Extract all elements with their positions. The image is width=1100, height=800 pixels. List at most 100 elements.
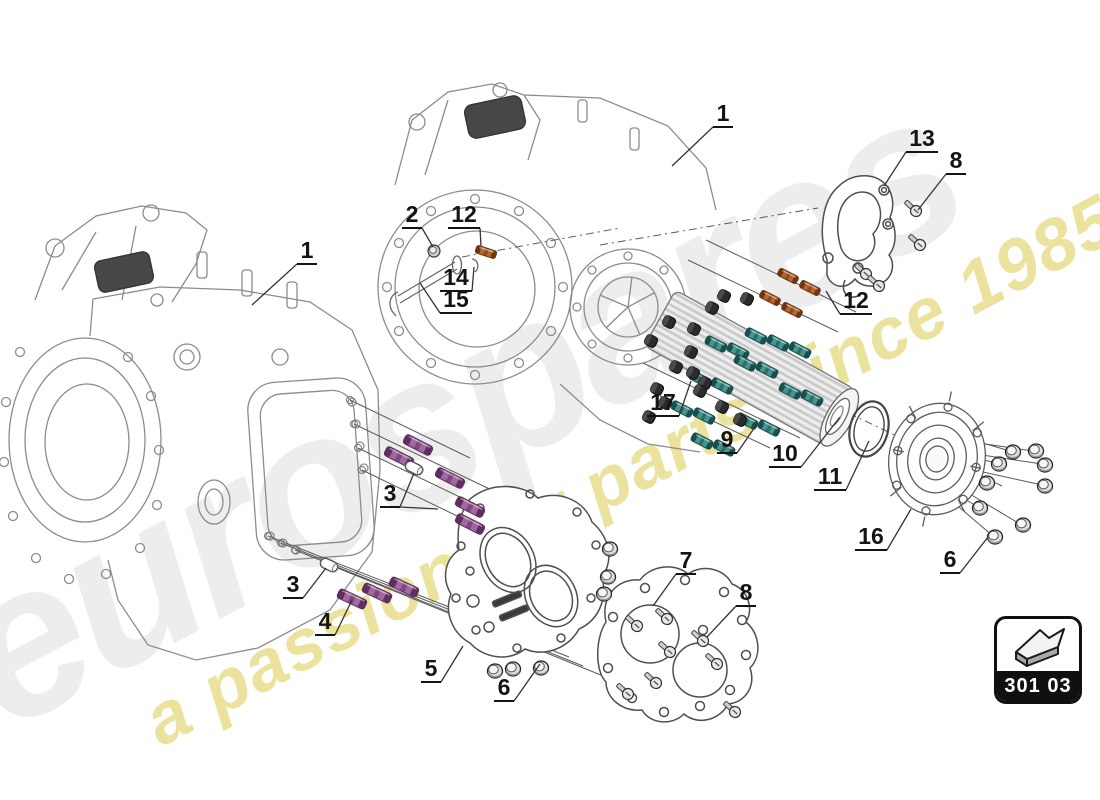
vent-pad — [93, 251, 155, 293]
callout-17: 17 — [647, 380, 692, 417]
callout-11: 11 — [814, 440, 870, 491]
flange-nut — [1036, 457, 1054, 473]
stud-axis-line — [353, 423, 501, 495]
leader-line — [959, 536, 989, 574]
cap-nut — [686, 322, 702, 336]
screw — [658, 641, 677, 659]
clip-14-drawing — [471, 258, 479, 273]
cap-nut — [683, 345, 699, 359]
orange-stud — [759, 289, 781, 307]
callout-9: 9 — [717, 423, 758, 454]
screw — [908, 234, 927, 252]
leader-line — [706, 605, 737, 638]
stud-hole — [277, 539, 285, 547]
end-cover-drawing — [887, 391, 987, 527]
callout-13: 13 — [883, 125, 938, 187]
screw — [691, 630, 710, 648]
callout-label: 1 — [717, 100, 730, 126]
flange-nut — [532, 660, 550, 676]
teal-stud — [757, 419, 781, 437]
leader-line — [671, 126, 714, 167]
purple-stud — [388, 576, 420, 598]
callout-label: 12 — [451, 201, 477, 227]
purple-stud — [454, 496, 486, 518]
callout-7: 7 — [652, 547, 696, 607]
cap-nut — [643, 334, 659, 348]
flange-nut — [1014, 517, 1032, 533]
flange-nut — [1027, 443, 1045, 459]
teal-stud — [733, 354, 757, 372]
callout-1: 1 — [671, 100, 733, 167]
flange-nut — [595, 586, 613, 602]
flange-bolt-holes — [381, 193, 569, 381]
stud-hole — [358, 466, 366, 474]
cap-nut — [739, 292, 755, 306]
stud-axis-line — [349, 399, 471, 459]
callout-label: 6 — [498, 674, 511, 700]
leader-line — [399, 472, 415, 508]
leader-line — [513, 663, 541, 702]
cap-nut — [685, 366, 701, 380]
screw — [644, 672, 663, 690]
leader-line — [421, 227, 434, 248]
callout-14: 14 — [440, 264, 475, 292]
orange-stud — [781, 301, 803, 319]
cap-nut — [692, 384, 708, 398]
flange-nut — [601, 541, 619, 557]
cap-nut — [668, 360, 684, 374]
dowel-sleeve — [404, 460, 424, 476]
callout-3: 3 — [380, 472, 439, 510]
stud-hole — [354, 444, 362, 452]
dowel-sleeve — [319, 557, 339, 573]
leader-line — [678, 380, 692, 417]
callout-4: 4 — [315, 599, 353, 636]
callout-8: 8 — [706, 579, 756, 638]
screw — [705, 653, 724, 671]
leader-line — [399, 506, 439, 510]
callout-label: 3 — [384, 480, 397, 506]
orange-stud — [474, 245, 498, 259]
breather-tube-drawing — [389, 255, 479, 317]
teal-stud — [766, 334, 790, 352]
callout-label: 12 — [843, 287, 869, 313]
teal-stud — [800, 389, 824, 407]
callout-label: 17 — [650, 389, 676, 415]
leader-line — [652, 573, 677, 607]
callout-label: 4 — [319, 608, 332, 634]
callout-2: 2 — [402, 201, 434, 248]
callout-label: 16 — [858, 523, 884, 549]
stud-hole — [291, 546, 299, 554]
orange-stud — [777, 267, 799, 285]
callout-12: 12 — [448, 201, 482, 247]
flange-nut — [486, 663, 504, 679]
small-nut — [427, 244, 441, 258]
callout-label: 10 — [772, 440, 798, 466]
purple-stud — [454, 513, 486, 535]
leader-line — [883, 151, 907, 187]
part-code-label: 301 03 — [997, 671, 1079, 701]
leader-line — [825, 290, 841, 315]
part-code-box: 301 03 — [994, 616, 1082, 704]
flange-nut — [504, 661, 522, 677]
callout-1: 1 — [251, 237, 317, 306]
callout-label: 8 — [950, 147, 963, 173]
callout-label: 11 — [818, 463, 843, 489]
callout-label: 5 — [425, 655, 438, 681]
callout-label: 3 — [287, 571, 300, 597]
callout-label: 8 — [740, 579, 753, 605]
flange-bolt-holes — [0, 346, 165, 585]
vent-pad — [463, 95, 527, 139]
left-housing-drawing — [0, 204, 381, 661]
teal-stud — [710, 377, 734, 395]
cap-nut — [714, 400, 730, 414]
callout-label: 7 — [680, 547, 693, 573]
callout-15: 15 — [419, 282, 472, 314]
flange-nut — [990, 456, 1008, 472]
leader-line — [419, 282, 441, 314]
callout-label: 1 — [301, 237, 314, 263]
callout-label: 2 — [406, 201, 419, 227]
callout-label: 6 — [944, 546, 957, 572]
callout-label: 15 — [443, 286, 469, 312]
